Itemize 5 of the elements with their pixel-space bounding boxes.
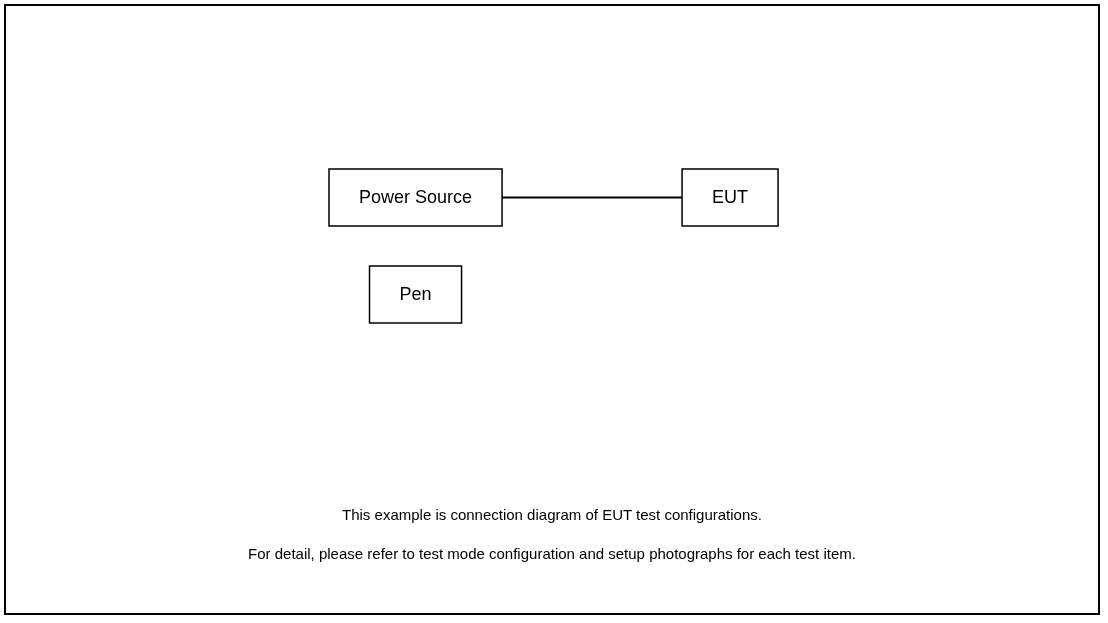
node-box: Pen [369, 265, 463, 324]
note-text: For detail, please refer to test mode configuration and setup photographs for each test item. [248, 545, 856, 562]
node-box: Power Source [328, 168, 504, 227]
node-box: EUT [681, 168, 780, 227]
note-text: This example is connection diagram of EUT test configurations. [342, 506, 762, 523]
